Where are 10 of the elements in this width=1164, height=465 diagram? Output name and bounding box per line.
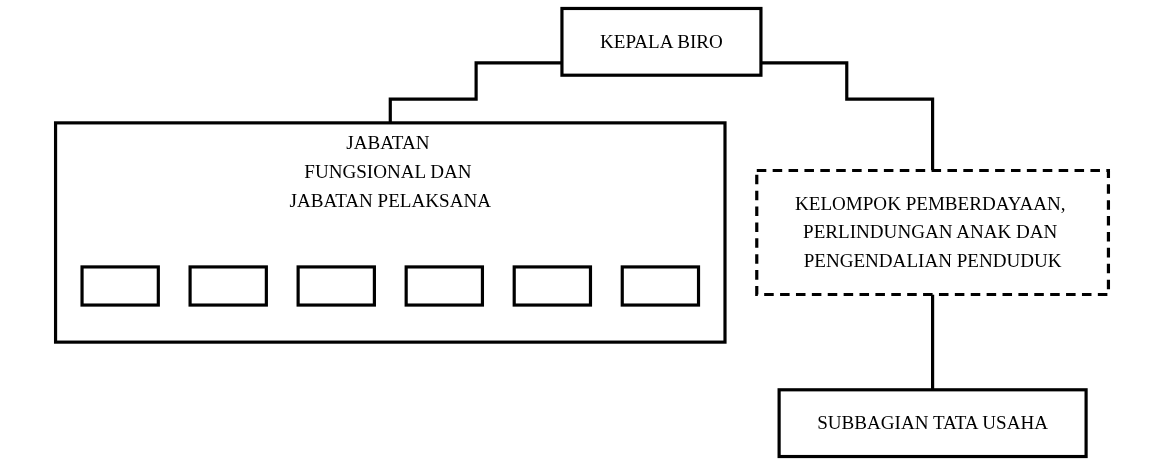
cluster: JABATAN FUNGSIONAL DAN JABATAN PELAKSANA: [53, 121, 727, 344]
node-box: KEPALA BIRO: [560, 6, 763, 77]
node-box: [188, 265, 268, 307]
node-box: KELOMPOK PEMBERDAYAAN, PERLINDUNGAN ANAK DAN PENGENDALIAN PENDUDUK: [755, 168, 1111, 297]
node-box: [620, 265, 701, 307]
node-box: [512, 265, 593, 307]
node-box: [296, 265, 376, 307]
node-box: SUBBAGIAN TATA USAHA: [777, 388, 1088, 459]
node-box: [404, 265, 484, 307]
node-box: [80, 265, 160, 307]
